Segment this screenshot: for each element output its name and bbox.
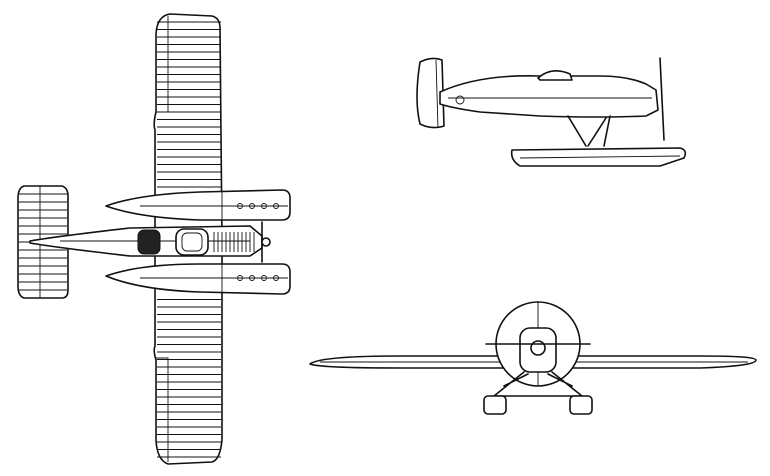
float-rivet	[273, 203, 279, 209]
front-struts	[493, 371, 583, 397]
side-view	[416, 57, 687, 167]
wing-ribs	[157, 21, 221, 458]
float-upper	[105, 189, 291, 221]
rudder-hinge	[435, 59, 439, 129]
front-view	[309, 301, 757, 415]
cockpit-aft	[175, 228, 209, 256]
cockpit-fairing	[537, 70, 573, 81]
fuselage-side	[439, 75, 659, 118]
float-rivet	[237, 203, 243, 209]
cockpit-aft-inner	[181, 232, 203, 252]
float-rivet	[273, 275, 279, 281]
roundel-side	[455, 95, 465, 105]
float-rivet	[249, 275, 255, 281]
float-front-left	[483, 395, 507, 415]
spinner-plan	[261, 237, 271, 247]
float-rivets	[237, 203, 279, 281]
propeller-side	[659, 57, 665, 141]
cockpit-forward	[137, 229, 161, 255]
float-front-right	[569, 395, 593, 415]
float-lower	[105, 263, 291, 295]
spinner-front	[530, 340, 546, 356]
float-rivet	[249, 203, 255, 209]
float-rivet	[261, 203, 267, 209]
float-struts	[567, 115, 611, 147]
top-view	[17, 13, 291, 465]
engine-cylinders	[213, 232, 255, 252]
float-rivet	[261, 275, 267, 281]
float-side-keel	[519, 155, 681, 159]
float-rivet	[237, 275, 243, 281]
